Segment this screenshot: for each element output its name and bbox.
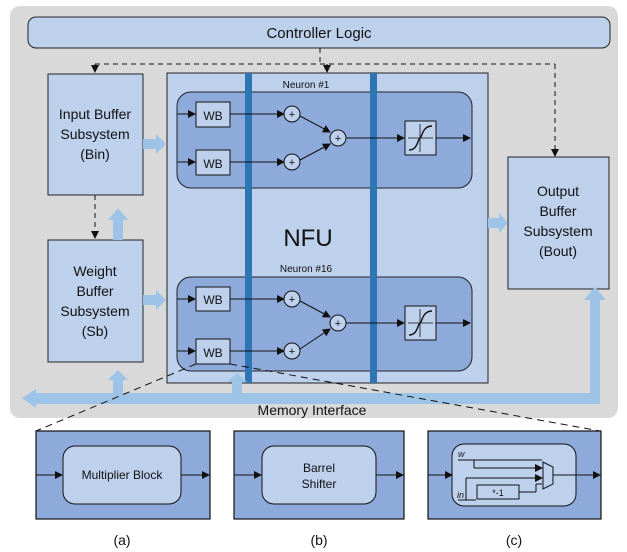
neuron-bottom-internals: WB WB + + +: [177, 286, 471, 365]
adder: [329, 314, 347, 332]
detail-c-negation-mux: w in *-1 (c): [427, 430, 602, 548]
input-buffer-line-1: Input Buffer: [59, 106, 131, 122]
adder: [283, 105, 301, 123]
wb-label: WB: [203, 109, 222, 123]
memory-interface-left-arrow: [22, 389, 36, 408]
sb-to-nfu-arrow: [143, 290, 166, 310]
adder-symbol: +: [335, 318, 341, 330]
wb-label: WB: [203, 346, 222, 360]
adder-symbol: +: [335, 133, 341, 145]
weight-buffer-box: Weight Buffer Subsystem (Sb): [47, 239, 144, 363]
sb-to-bin-arrow: [108, 208, 128, 240]
zoom-lines: [35, 363, 601, 432]
neuron-top-internals: WB WB + + +: [177, 101, 471, 176]
adder: [329, 129, 347, 147]
nfu-pipeline-bar-2: [370, 73, 377, 383]
weight-buffer-line-3: Subsystem: [60, 303, 129, 319]
controller-logic-label: Controller Logic: [266, 25, 372, 42]
nfu-pipeline-bar-1: [245, 73, 252, 383]
adder: [283, 290, 301, 308]
negate-block: [476, 484, 520, 500]
wb-block: [195, 286, 231, 312]
w-input-label: w: [458, 449, 465, 459]
wb-block: [195, 101, 231, 128]
barrel-shifter-line-2: Shifter: [302, 477, 337, 491]
output-buffer-line-2: Buffer: [539, 203, 576, 219]
weight-buffer-line-4: (Sb): [82, 323, 108, 339]
memory-to-weight-arrow: [108, 370, 128, 393]
nfu-label: NFU: [283, 225, 332, 252]
mux-icon: [542, 461, 554, 490]
output-buffer-box: Output Buffer Subsystem (Bout): [507, 156, 610, 290]
weight-buffer-line-2: Buffer: [76, 283, 113, 299]
input-buffer-line-2: Subsystem: [60, 126, 129, 142]
neuron-top-title: Neuron #1: [283, 80, 330, 91]
wb-label: WB: [203, 157, 222, 171]
memory-to-nfu-arrow: [227, 373, 247, 393]
weight-buffer-line-1: Weight: [73, 263, 116, 279]
adder-symbol: +: [289, 294, 295, 306]
bin-to-nfu-arrow: [143, 134, 166, 154]
nfu-to-bout-arrow: [488, 213, 508, 233]
adder-symbol: +: [289, 109, 295, 121]
multiplier-block-label: Multiplier Block: [82, 468, 164, 482]
detail-b-caption: (b): [310, 532, 327, 548]
adder: [283, 342, 301, 360]
detail-c-caption: (c): [506, 532, 522, 548]
barrel-shifter-line-1: Barrel: [303, 461, 335, 475]
adder-symbol: +: [289, 157, 295, 169]
negate-label: *-1: [492, 488, 504, 498]
dataflow-arrows: [22, 134, 606, 408]
input-buffer-box: Input Buffer Subsystem (Bin): [47, 73, 144, 196]
output-buffer-line-4: (Bout): [539, 243, 577, 259]
wb-block: [195, 149, 231, 176]
output-buffer-line-1: Output: [537, 183, 579, 199]
activation-function-icon: [404, 120, 437, 156]
output-buffer-line-3: Subsystem: [523, 223, 592, 239]
memory-interface-label: Memory Interface: [258, 402, 367, 418]
input-buffer-line-3: (Bin): [80, 146, 110, 162]
detail-a-multiplier: Multiplier Block (a): [35, 430, 211, 548]
activation-function-icon: [404, 305, 437, 341]
adder: [283, 153, 301, 171]
detail-b-shifter: Barrel Shifter (b): [233, 430, 405, 548]
adder-symbol: +: [289, 346, 295, 358]
control-lines: [91, 48, 559, 239]
neuron-bottom-title: Neuron #16: [280, 264, 333, 275]
in-input-label: in: [457, 490, 464, 500]
detail-a-caption: (a): [113, 532, 130, 548]
controller-logic-box: Controller Logic: [27, 16, 611, 49]
wb-label: WB: [203, 293, 222, 307]
